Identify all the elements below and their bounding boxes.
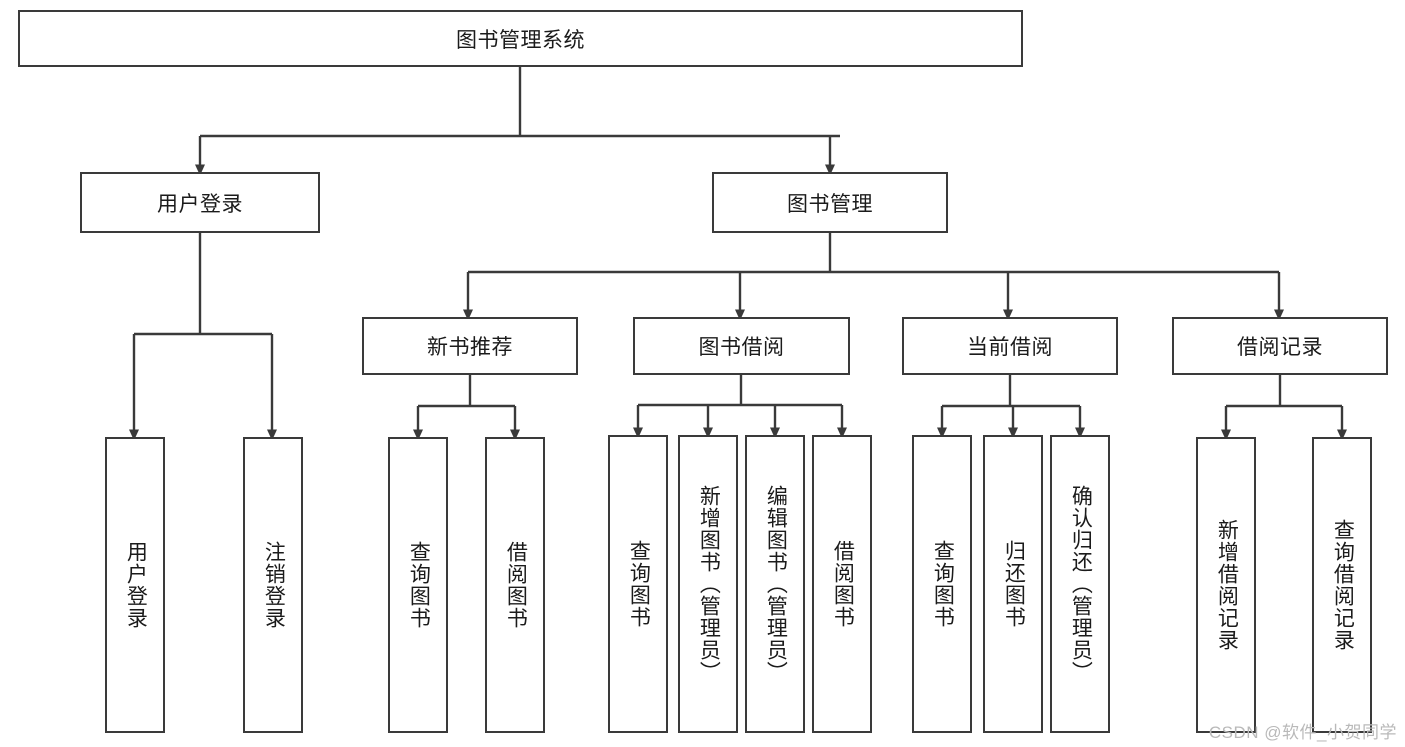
node-leaf-query-borrow-record-label: 查询借阅记录 [1331,519,1355,651]
node-book-manage[interactable]: 图书管理 [712,172,948,233]
node-borrow-record[interactable]: 借阅记录 [1172,317,1388,375]
node-leaf-query-book-current[interactable]: 查询图书 [912,435,972,733]
watermark: CSDN @软件_小贺同学 [1208,723,1397,742]
node-book-manage-label: 图书管理 [787,192,873,216]
node-leaf-confirm-return-admin[interactable]: 确认归还（管理员） [1050,435,1110,733]
node-leaf-add-borrow-record-label: 新增借阅记录 [1215,519,1239,651]
node-book-borrow[interactable]: 图书借阅 [633,317,850,375]
node-leaf-add-book-admin[interactable]: 新增图书（管理员） [678,435,738,733]
node-leaf-user-logout-label: 注销登录 [262,541,286,629]
node-leaf-query-book-borrow[interactable]: 查询图书 [608,435,668,733]
node-current-borrow[interactable]: 当前借阅 [902,317,1118,375]
node-leaf-confirm-return-admin-label: 确认归还（管理员） [1069,485,1093,683]
node-book-borrow-label: 图书借阅 [698,336,785,359]
node-borrow-record-label: 借阅记录 [1237,336,1323,359]
node-leaf-add-borrow-record[interactable]: 新增借阅记录 [1196,437,1256,733]
node-leaf-borrow-book-label: 借阅图书 [831,540,855,628]
node-new-book-recommend-label: 新书推荐 [427,336,513,359]
node-leaf-return-book[interactable]: 归还图书 [983,435,1043,733]
node-leaf-borrow-book-recommend-label: 借阅图书 [504,541,528,629]
node-leaf-query-borrow-record[interactable]: 查询借阅记录 [1312,437,1372,733]
node-root[interactable]: 图书管理系统 [18,10,1023,67]
node-leaf-edit-book-admin-label: 编辑图书（管理员） [764,485,788,683]
node-leaf-borrow-book-recommend[interactable]: 借阅图书 [485,437,545,733]
node-leaf-user-logout[interactable]: 注销登录 [243,437,303,733]
node-leaf-user-login[interactable]: 用户登录 [105,437,165,733]
node-leaf-query-book-recommend-label: 查询图书 [407,541,431,629]
node-leaf-return-book-label: 归还图书 [1002,540,1026,628]
node-leaf-query-book-current-label: 查询图书 [931,540,955,628]
node-leaf-borrow-book[interactable]: 借阅图书 [812,435,872,733]
node-leaf-query-book-borrow-label: 查询图书 [627,540,651,628]
node-user-login[interactable]: 用户登录 [80,172,320,233]
node-new-book-recommend[interactable]: 新书推荐 [362,317,578,375]
node-leaf-query-book-recommend[interactable]: 查询图书 [388,437,448,733]
node-current-borrow-label: 当前借阅 [967,336,1053,359]
node-leaf-edit-book-admin[interactable]: 编辑图书（管理员） [745,435,805,733]
node-leaf-user-login-label: 用户登录 [124,541,148,629]
node-user-login-label: 用户登录 [157,192,243,216]
node-root-label: 图书管理系统 [456,28,585,52]
node-leaf-add-book-admin-label: 新增图书（管理员） [697,485,721,683]
